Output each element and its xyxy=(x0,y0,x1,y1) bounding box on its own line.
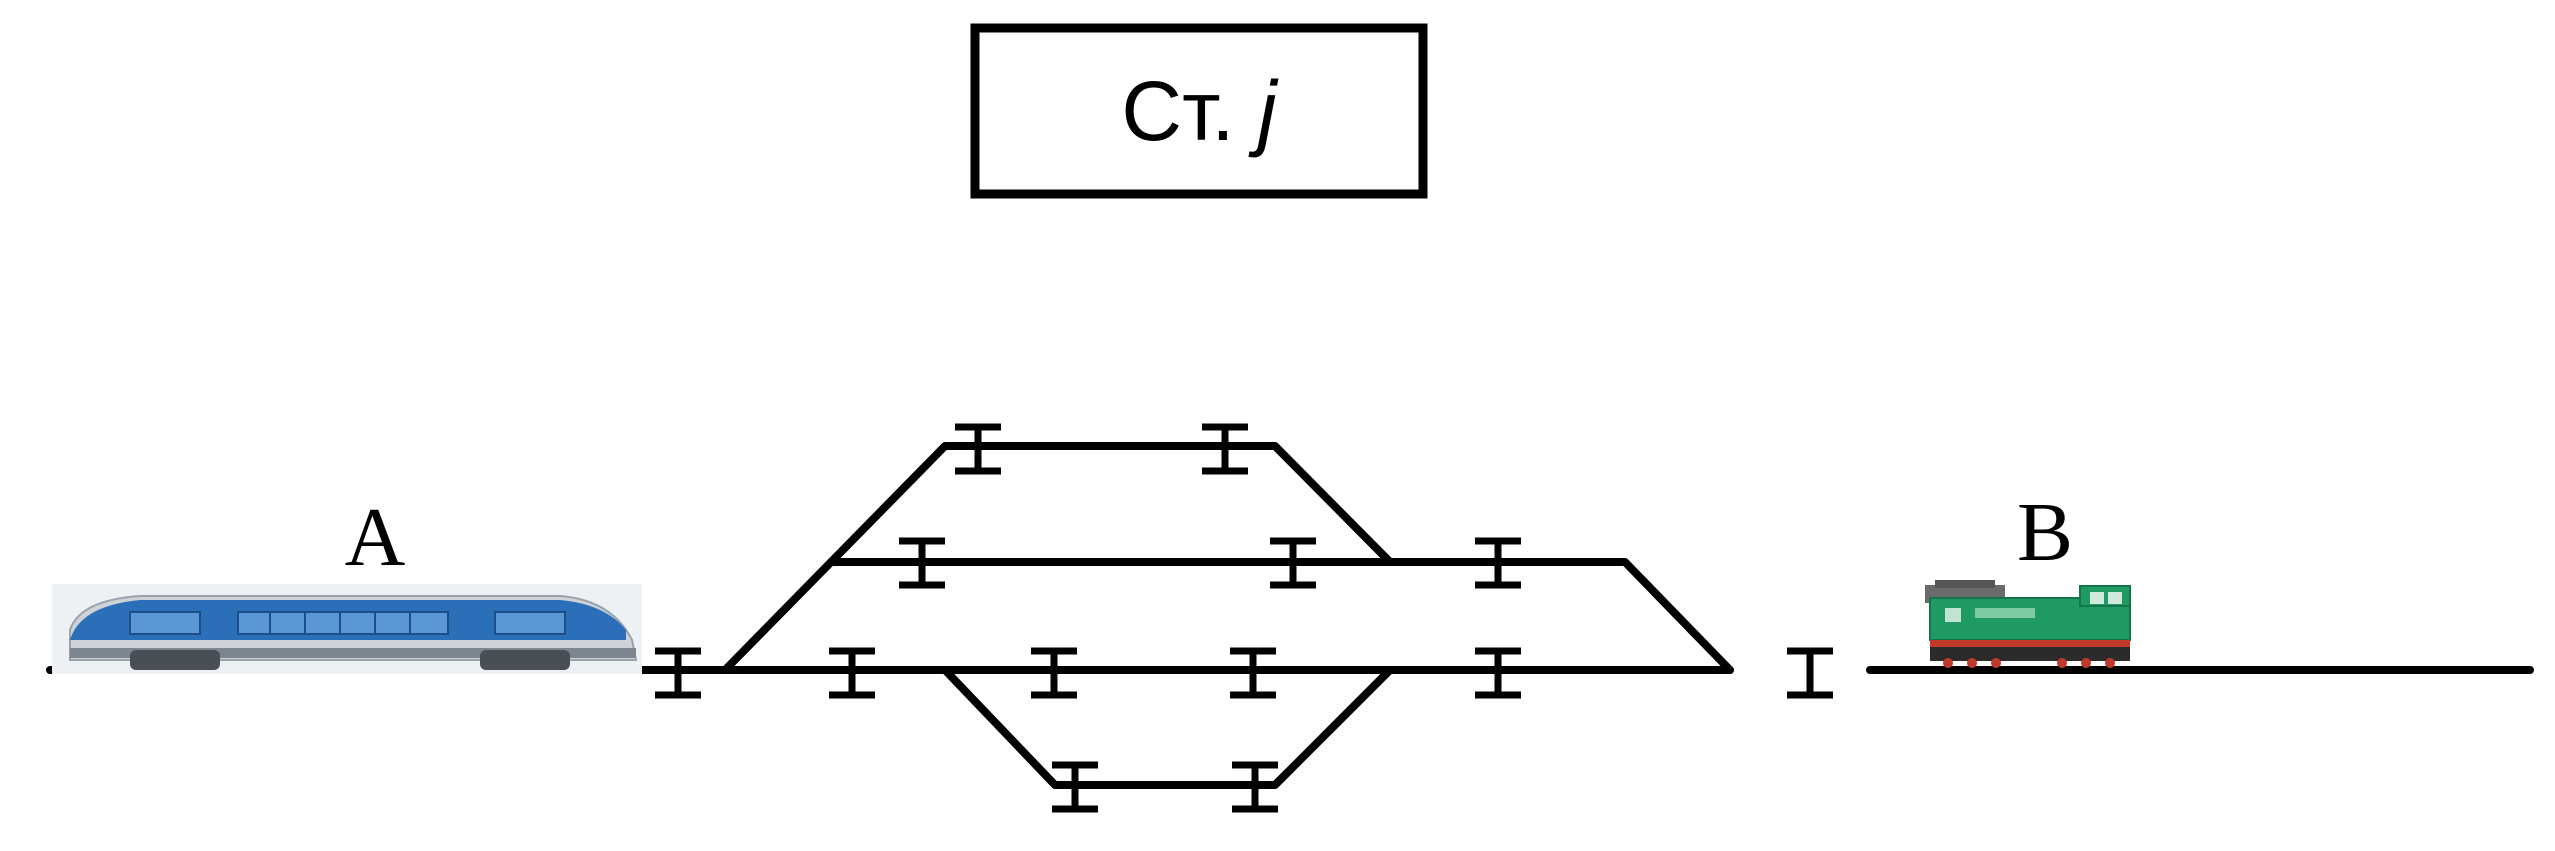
point-a-label: A xyxy=(345,491,406,584)
track-joint xyxy=(899,537,945,589)
track-joint xyxy=(1270,537,1316,589)
point-b-label: B xyxy=(2017,486,2073,579)
track-joint xyxy=(655,647,701,699)
track-joint xyxy=(1052,761,1098,813)
siding-track-2 xyxy=(829,558,1734,674)
passenger-railcar-icon xyxy=(52,584,642,674)
track-joint xyxy=(829,647,875,699)
station-label-box xyxy=(970,23,1428,199)
track-joint xyxy=(955,423,1001,475)
svg-text:Ст. j: Ст. j xyxy=(1121,64,1279,158)
track-joint xyxy=(1475,647,1521,699)
siding-track-4 xyxy=(941,666,1394,789)
station-label: Ст. j xyxy=(970,23,1428,199)
track-joint xyxy=(1475,537,1521,589)
station-label-prefix: Ст. xyxy=(1121,64,1258,158)
track-layout xyxy=(46,442,2534,789)
track-joint xyxy=(1232,761,1278,813)
track-joint xyxy=(1230,647,1276,699)
track-joint xyxy=(1031,647,1077,699)
track-joints xyxy=(655,423,1833,813)
track-joint xyxy=(1202,423,1248,475)
track-joint xyxy=(1787,647,1833,699)
diesel-locomotive-icon xyxy=(1925,580,2131,668)
